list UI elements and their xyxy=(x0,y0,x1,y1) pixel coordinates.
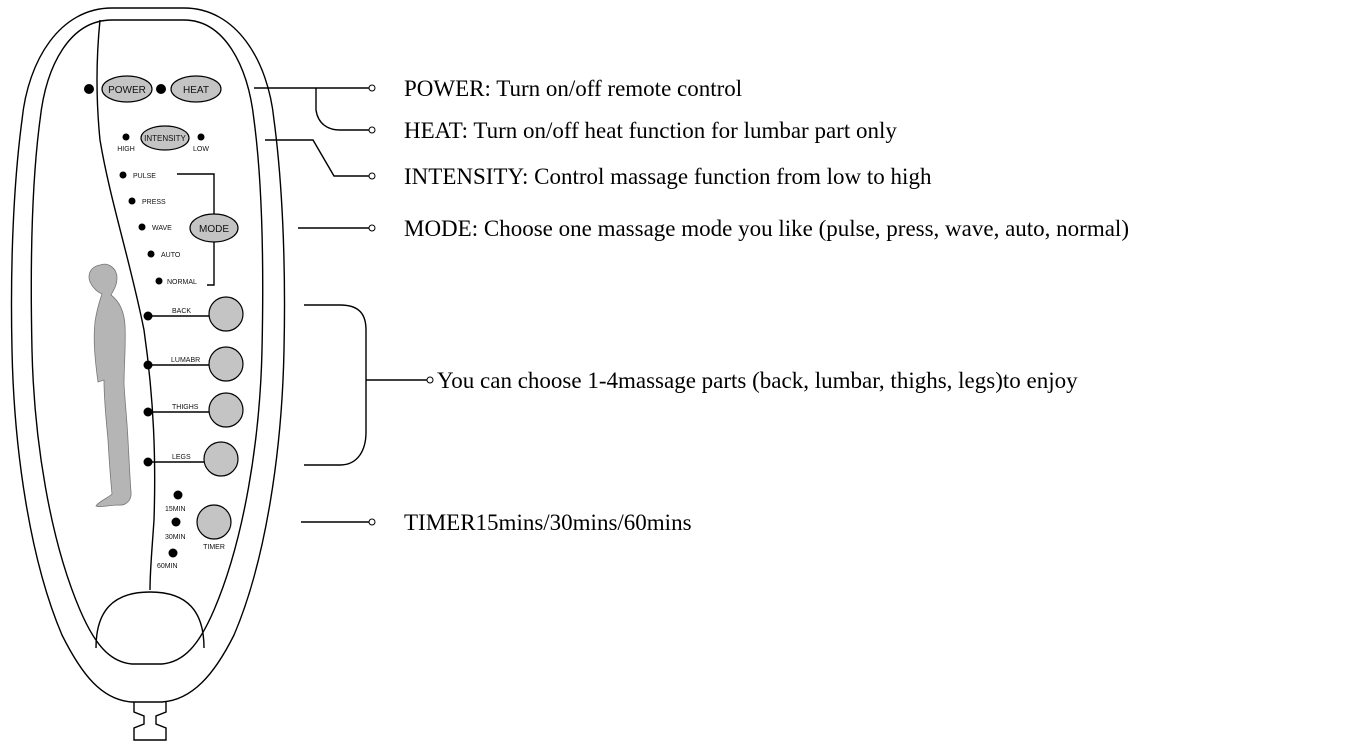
heat-button[interactable]: HEAT xyxy=(170,75,222,103)
back-label: BACK xyxy=(172,308,191,315)
legs-label: LEGS xyxy=(172,454,191,461)
power-button[interactable]: POWER xyxy=(101,75,153,103)
heat-description: HEAT: Turn on/off heat function for lumb… xyxy=(404,118,897,143)
intensity-high-indicator xyxy=(122,133,130,141)
timer-callout xyxy=(301,518,376,526)
legs-button[interactable] xyxy=(203,441,239,477)
mode-auto-label: AUTO xyxy=(161,252,181,259)
mode-press-label: PRESS xyxy=(142,199,166,206)
timer-30-indicator xyxy=(171,517,181,527)
timer-description: TIMER15mins/30mins/60mins xyxy=(404,510,692,535)
mode-auto-indicator xyxy=(147,250,155,258)
parts-description: You can choose 1-4massage parts (back, l… xyxy=(437,368,1078,393)
intensity-high-label: HIGH xyxy=(117,146,135,153)
timer-button-label: TIMER xyxy=(203,544,225,551)
lumbar-label: LUMABR xyxy=(171,357,200,364)
mode-pulse-label: PULSE xyxy=(133,173,156,180)
timer-60-indicator xyxy=(168,548,178,558)
mode-callout xyxy=(298,224,376,232)
body-figure-icon xyxy=(88,263,132,508)
heat-callout xyxy=(315,88,376,134)
mode-wave-indicator xyxy=(138,223,146,231)
timer-15-indicator xyxy=(173,490,183,500)
svg-text:POWER: POWER xyxy=(108,85,146,96)
thighs-button[interactable] xyxy=(208,392,244,428)
lumbar-button[interactable] xyxy=(208,346,244,382)
mode-button[interactable]: MODE xyxy=(189,213,239,243)
intensity-callout xyxy=(265,139,376,180)
power-indicator xyxy=(84,84,94,94)
mode-bracket xyxy=(177,173,215,286)
timer-60-label: 60MIN xyxy=(157,563,178,570)
power-callout xyxy=(254,84,376,92)
timer-button[interactable] xyxy=(196,504,232,540)
mode-wave-label: WAVE xyxy=(152,225,172,232)
mode-press-indicator xyxy=(128,197,136,205)
mode-normal-label: NORMAL xyxy=(167,279,197,286)
power-description: POWER: Turn on/off remote control xyxy=(404,76,742,101)
mode-description: MODE: Choose one massage mode you like (… xyxy=(404,216,1129,241)
svg-text:INTENSITY: INTENSITY xyxy=(144,134,186,143)
thighs-label: THIGHS xyxy=(172,404,199,411)
intensity-button[interactable]: INTENSITY xyxy=(140,125,190,151)
svg-text:HEAT: HEAT xyxy=(183,85,209,96)
intensity-low-indicator xyxy=(197,133,205,141)
remote-body xyxy=(10,7,286,741)
svg-text:MODE: MODE xyxy=(199,224,229,235)
intensity-description: INTENSITY: Control massage function from… xyxy=(404,164,932,189)
mode-normal-indicator xyxy=(155,277,163,285)
timer-30-label: 30MIN xyxy=(165,534,186,541)
intensity-low-label: LOW xyxy=(193,146,209,153)
back-button[interactable] xyxy=(208,296,244,332)
timer-15-label: 15MIN xyxy=(165,506,186,513)
heat-indicator xyxy=(156,84,166,94)
mode-pulse-indicator xyxy=(119,171,127,179)
parts-callout xyxy=(304,304,434,466)
